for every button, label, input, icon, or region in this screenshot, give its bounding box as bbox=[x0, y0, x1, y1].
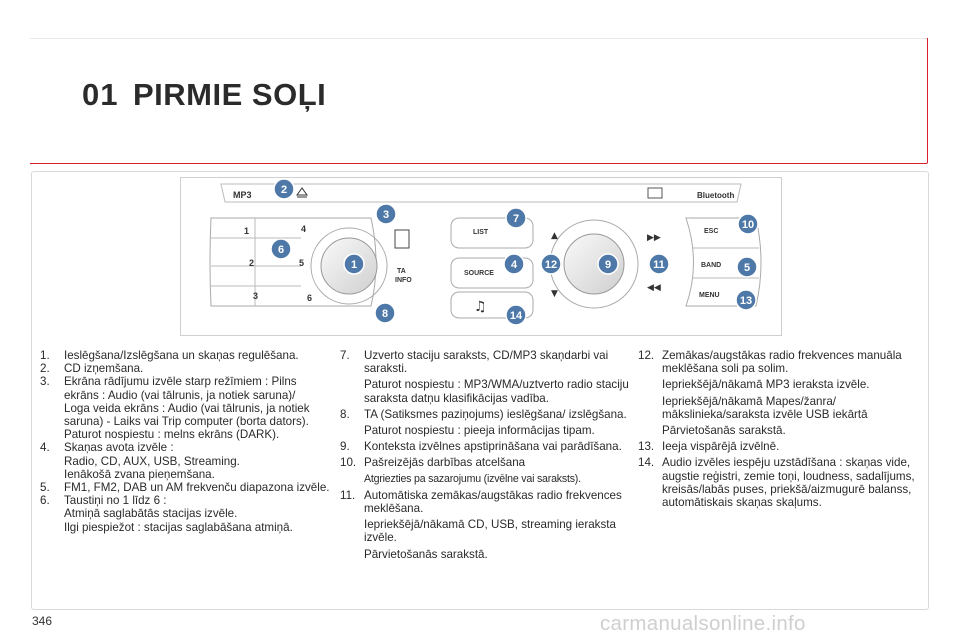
radio-panel-illustration: MP3 Bluetooth 1 4 2 5 3 6 TA INFO LIST S… bbox=[209, 178, 762, 326]
legend-item-6: 6.Taustiņi no 1 līdz 6 :Atmiņā saglabātā… bbox=[40, 494, 293, 534]
watermark: carmanualsonline.info bbox=[600, 612, 806, 635]
callout-13: 13 bbox=[735, 289, 757, 311]
esc-label: ESC bbox=[704, 228, 718, 235]
down-arrow-icon: ▼ bbox=[551, 289, 558, 299]
source-button bbox=[450, 257, 534, 289]
legend-column-3: 12.Zemākas/augstākas radio frekvences ma… bbox=[638, 349, 928, 509]
svg-text:2: 2 bbox=[281, 184, 287, 196]
legend-item-4: 4.Skaņas avota izvēle :Radio, CD, AUX, U… bbox=[40, 441, 240, 481]
callout-14: 14 bbox=[505, 304, 527, 326]
menu-label: MENU bbox=[699, 292, 720, 299]
svg-text:10: 10 bbox=[742, 219, 754, 231]
svg-text:4: 4 bbox=[511, 259, 518, 271]
svg-text:8: 8 bbox=[382, 308, 388, 320]
bluetooth-label: Bluetooth bbox=[697, 191, 734, 200]
list-label: LIST bbox=[473, 229, 489, 236]
legend-item-12: 12.Zemākas/augstākas radio frekvences ma… bbox=[638, 349, 902, 438]
svg-text:3: 3 bbox=[383, 209, 389, 221]
legend-item-13: 13.Ieeja vispārējā izvēlnē. bbox=[638, 440, 780, 454]
svg-text:6: 6 bbox=[278, 244, 284, 256]
svg-text:13: 13 bbox=[740, 295, 752, 307]
callout-5: 5 bbox=[736, 256, 758, 278]
nav-knob bbox=[563, 233, 625, 295]
legend-item-14: 14.Audio izvēles iespēju uzstādīšana : s… bbox=[638, 456, 915, 510]
list-button bbox=[450, 217, 534, 249]
legend-item-1: 1.Ieslēgšana/Izslēgšana un skaņas regulē… bbox=[40, 349, 299, 362]
radio-panel-diagram: MP3 Bluetooth 1 4 2 5 3 6 TA INFO LIST S… bbox=[180, 177, 782, 336]
chapter-title: PIRMIE SOĻI bbox=[133, 77, 327, 112]
preset-1-label: 1 bbox=[244, 226, 249, 236]
svg-text:5: 5 bbox=[744, 262, 750, 274]
callout-1: 1 bbox=[343, 253, 365, 275]
rewind-icon: ◀◀ bbox=[647, 283, 661, 293]
preset-6-label: 6 bbox=[307, 293, 312, 303]
preset-2-label: 2 bbox=[249, 258, 254, 268]
preset-block bbox=[209, 217, 377, 307]
svg-text:7: 7 bbox=[513, 213, 519, 225]
callout-12: 12 bbox=[540, 253, 562, 275]
svg-text:14: 14 bbox=[510, 310, 523, 322]
info-label: INFO bbox=[395, 277, 412, 284]
legend-item-2: 2.CD izņemšana. bbox=[40, 362, 144, 376]
page-number: 346 bbox=[32, 614, 53, 628]
forward-icon: ▶▶ bbox=[647, 233, 661, 243]
callout-8: 8 bbox=[374, 302, 396, 324]
eject-icon bbox=[296, 187, 308, 198]
ta-label: TA bbox=[397, 268, 406, 275]
chapter-header-frame bbox=[30, 38, 928, 164]
svg-text:11: 11 bbox=[653, 259, 665, 271]
volume-knob-ring bbox=[310, 227, 388, 305]
preset-3-label: 3 bbox=[253, 291, 258, 301]
display-icon bbox=[394, 229, 410, 249]
audio-settings-button bbox=[450, 291, 534, 319]
header-top-line bbox=[30, 38, 927, 39]
svg-text:12: 12 bbox=[545, 259, 557, 271]
legend-item-7: 7.Uzverto staciju saraksts, CD/MP3 skaņd… bbox=[340, 349, 629, 405]
preset-4-label: 4 bbox=[301, 224, 306, 234]
callout-11: 11 bbox=[648, 253, 670, 275]
source-label: SOURCE bbox=[464, 270, 494, 277]
disc-icon bbox=[647, 187, 663, 199]
callout-6: 6 bbox=[270, 238, 292, 260]
callout-10: 10 bbox=[737, 213, 759, 235]
callout-7: 7 bbox=[505, 207, 527, 229]
callout-4: 4 bbox=[503, 253, 525, 275]
legend-item-11: 11.Automātiska zemākas/augstākas radio f… bbox=[340, 488, 622, 561]
mp3-label: MP3 bbox=[233, 190, 252, 200]
callout-9: 9 bbox=[597, 253, 619, 275]
svg-text:9: 9 bbox=[605, 259, 611, 271]
callouts: 2 3 7 10 6 1 4 12 9 11 5 13 8 14 bbox=[270, 178, 759, 326]
legend-column-2: 7.Uzverto staciju saraksts, CD/MP3 skaņd… bbox=[340, 349, 630, 561]
legend-item-9: 9.Konteksta izvēlnes apstiprināšana vai … bbox=[340, 440, 622, 454]
music-note-icon: ♫ bbox=[474, 299, 487, 315]
band-label: BAND bbox=[701, 262, 721, 269]
callout-3: 3 bbox=[375, 203, 397, 225]
menu-block bbox=[685, 217, 762, 307]
cd-slot-strip bbox=[220, 183, 742, 203]
up-arrow-icon: ▲ bbox=[551, 231, 558, 241]
legend-item-3: 3.Ekrāna rādījumu izvēle starp režīmiem … bbox=[40, 375, 310, 442]
svg-text:1: 1 bbox=[351, 259, 357, 271]
chapter-number: 01 bbox=[82, 77, 119, 112]
legend-column-1: 1.Ieslēgšana/Izslēgšana un skaņas regulē… bbox=[40, 349, 330, 534]
legend-item-8: 8.TA (Satiksmes paziņojums) ieslēgšana/ … bbox=[340, 407, 627, 438]
callout-2: 2 bbox=[273, 178, 295, 200]
content-frame bbox=[31, 171, 929, 610]
legend-item-5: 5.FM1, FM2, DAB un AM frekvenču diapazon… bbox=[40, 481, 330, 495]
preset-5-label: 5 bbox=[299, 258, 304, 268]
